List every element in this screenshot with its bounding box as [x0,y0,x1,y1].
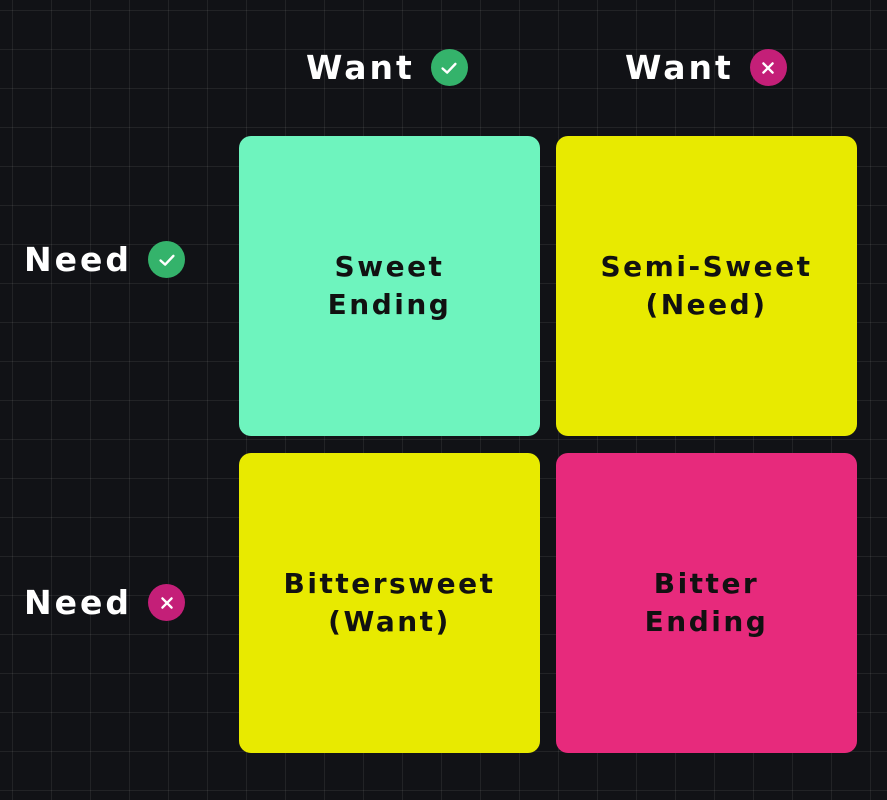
cell-label: Bittersweet (Want) [283,567,496,638]
cell-bittersweet: Bittersweet (Want) [239,453,540,753]
cell-label: Sweet Ending [327,250,452,321]
cell-bitter-ending: Bitter Ending [556,453,857,753]
check-icon [430,49,468,86]
cell-sweet-ending: Sweet Ending [239,136,540,436]
cell-label: Bitter Ending [644,567,769,638]
row-header-need-yes: Need [24,240,186,279]
x-icon [148,584,186,621]
column-header-want-yes: Want [306,48,468,87]
column-header-label: Want [306,48,415,87]
column-header-label: Want [625,48,734,87]
x-icon [749,49,787,86]
row-header-label: Need [24,583,133,622]
column-header-want-no: Want [625,48,787,87]
cell-semi-sweet: Semi-Sweet (Need) [556,136,857,436]
cell-label: Semi-Sweet (Need) [600,250,813,321]
check-icon [148,241,186,278]
row-header-label: Need [24,240,133,279]
row-header-need-no: Need [24,583,186,622]
